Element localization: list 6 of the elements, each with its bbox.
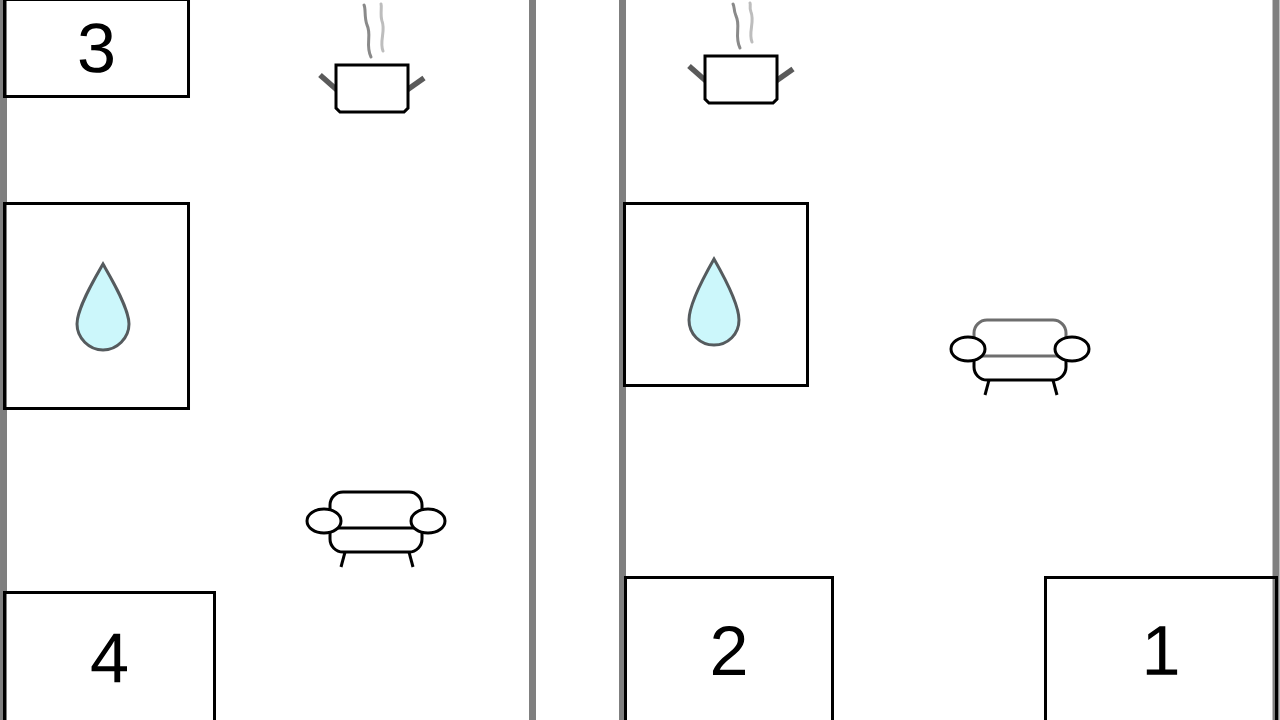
numbered-box: 4	[3, 591, 216, 720]
box-frame	[623, 202, 809, 387]
numbered-box: 2	[624, 576, 834, 720]
numbered-box: 1	[1044, 576, 1278, 720]
box-frame	[3, 202, 190, 410]
numbered-box: 3	[3, 0, 190, 98]
